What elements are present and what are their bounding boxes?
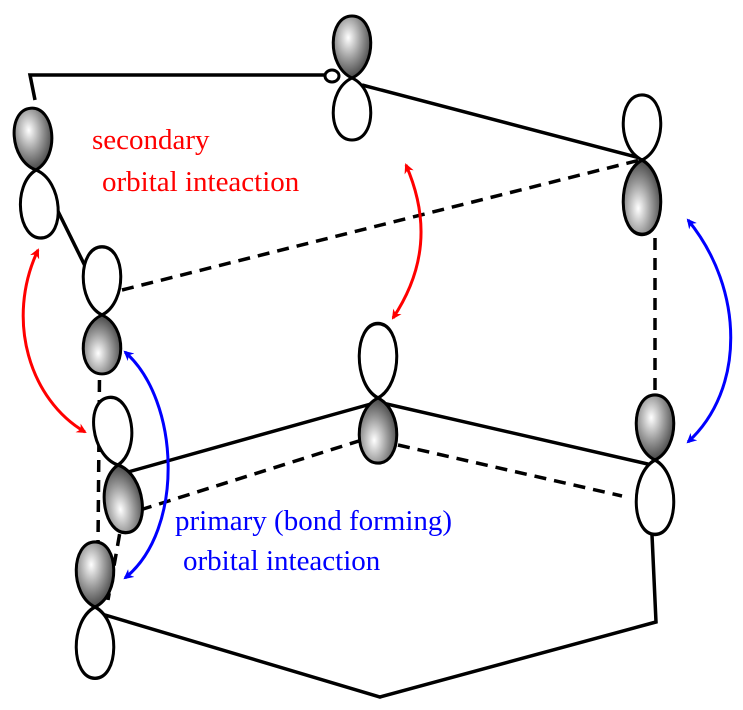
- p-orbital-center: [357, 321, 399, 465]
- primary-label-line2: orbital inteaction: [183, 545, 381, 577]
- secondary-arrow-right: [391, 163, 423, 320]
- p-orbital-right-lower: [634, 393, 676, 537]
- orbitals: [10, 14, 676, 681]
- secondary-arrow-left: [21, 248, 87, 434]
- primary-label-line1: primary (bond forming): [175, 505, 453, 537]
- p-orbital-top: [323, 14, 373, 142]
- dashed-bond-mid-right: [397, 443, 623, 498]
- dashed-bond-mid-left: [139, 438, 363, 512]
- primary-arrow-left: [123, 350, 170, 580]
- primary-arrow-right: [686, 218, 733, 444]
- bond-lower-ring: [94, 534, 658, 699]
- p-orbital-left-mid: [81, 245, 123, 376]
- bond-top-right: [361, 83, 641, 160]
- p-orbital-left-bottom: [74, 540, 116, 681]
- dashed-bond-upper: [121, 158, 641, 292]
- secondary-label-line2: orbital inteaction: [102, 166, 300, 198]
- bond-top-left: [27, 73, 332, 101]
- secondary-label-line1: secondary: [92, 124, 210, 156]
- dashed-bond-left: [96, 319, 102, 546]
- p-orbital-left-upper: [10, 105, 63, 242]
- p-orbital-right-upper: [621, 93, 663, 237]
- arrows: [21, 163, 733, 580]
